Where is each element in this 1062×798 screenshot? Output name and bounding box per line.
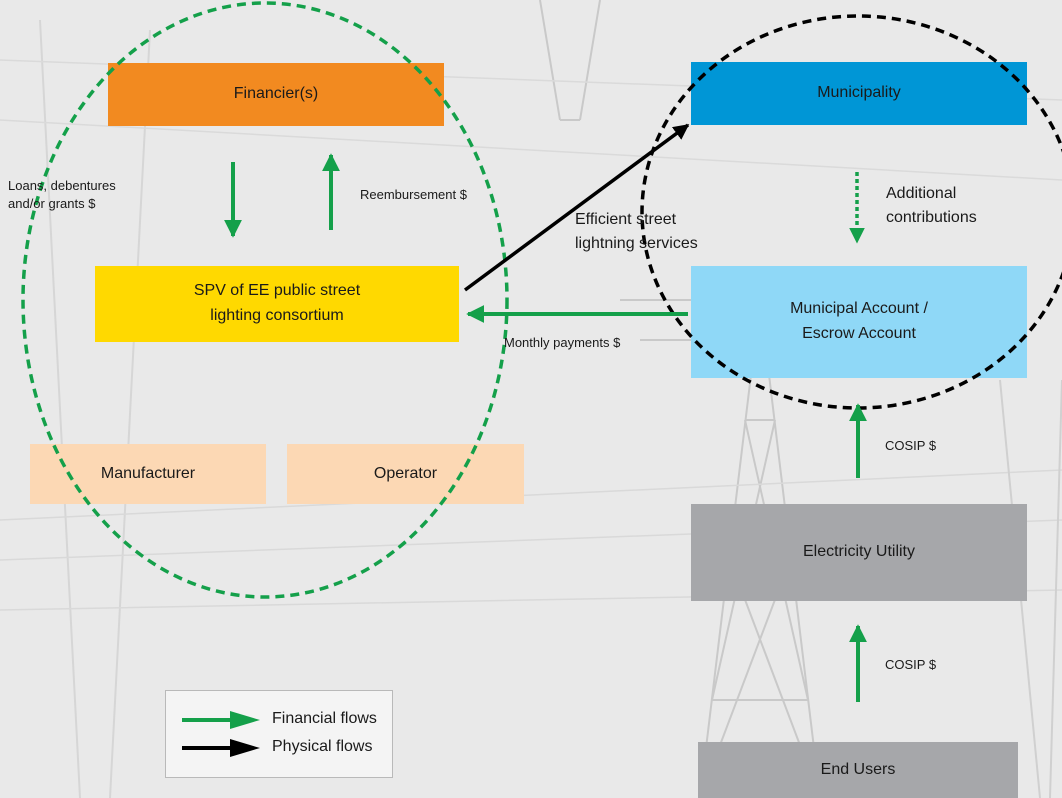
additional-label-line2: contributions xyxy=(886,209,977,226)
manufacturer-label: Manufacturer xyxy=(100,464,196,482)
legend-physical-row: Physical flows xyxy=(166,735,394,761)
operator-label: Operator xyxy=(373,464,438,482)
monthly-payments-label: Monthly payments $ xyxy=(504,335,621,350)
reimbursement-label: Reembursement $ xyxy=(360,187,467,202)
legend-financial-row: Financial flows xyxy=(166,707,394,733)
end-users-box: End Users xyxy=(698,742,1018,798)
black-arrow-icon xyxy=(182,739,260,757)
account-label-line1: Municipal Account / xyxy=(790,300,928,318)
spv-label-line2: lighting consortium xyxy=(210,307,344,324)
spv-consortium-box: SPV of EE public street lighting consort… xyxy=(95,266,459,342)
consortium-boundary-circle xyxy=(21,1,509,599)
efficient-services-arrow xyxy=(463,123,690,292)
legend-physical-label: Physical flows xyxy=(272,738,373,755)
municipal-account-box: Municipal Account / Escrow Account xyxy=(691,266,1027,378)
loans-label: Loans, debentures and/or grants $ xyxy=(8,177,116,212)
legend: Financial flows Physical flows xyxy=(165,690,393,778)
efficient-label-line1: Efficient street xyxy=(575,211,677,228)
electricity-utility-box: Electricity Utility xyxy=(691,504,1027,601)
spv-label-line1: SPV of EE public street xyxy=(193,282,361,300)
additional-label-line1: Additional xyxy=(886,185,957,202)
efficient-label-line2: lightning services xyxy=(575,235,698,252)
legend-financial-label: Financial flows xyxy=(272,710,377,727)
green-arrow-icon xyxy=(182,711,260,729)
loans-label-line2: and/or grants $ xyxy=(8,195,96,211)
cosip-lower-label: COSIP $ xyxy=(885,657,937,672)
financiers-label: Financier(s) xyxy=(233,85,319,103)
account-label-line2: Escrow Account xyxy=(802,325,916,342)
utility-label: Electricity Utility xyxy=(802,543,915,561)
municipal-boundary-circle xyxy=(640,14,1062,410)
additional-contributions-label: Additional contributions xyxy=(886,182,977,230)
loans-label-line1: Loans, debentures xyxy=(8,178,116,193)
efficient-services-label: Efficient street lightning services xyxy=(575,208,698,256)
cosip-upper-label: COSIP $ xyxy=(885,438,937,453)
operator-box: Operator xyxy=(287,444,524,504)
end-users-label: End Users xyxy=(820,760,896,778)
municipality-label: Municipality xyxy=(817,84,901,102)
municipality-box: Municipality xyxy=(691,62,1027,125)
financiers-box: Financier(s) xyxy=(108,63,444,126)
